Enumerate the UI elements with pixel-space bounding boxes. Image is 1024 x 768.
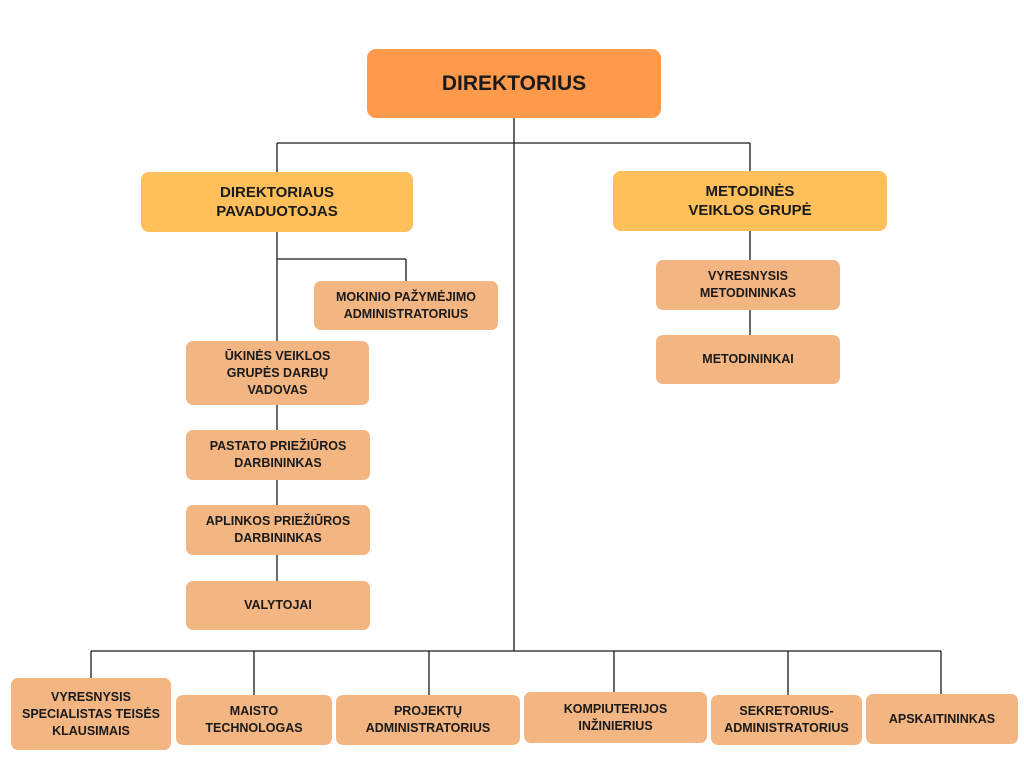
cleaners-box: VALYTOJAI [186,581,370,630]
senior-methodologist-label: VYRESNYSIS METODININKAS [699,269,797,300]
deputy-box: DIREKTORIAUS PAVADUOTOJAS [141,172,413,232]
project-admin-box: PROJEKTŲ ADMINISTRATORIUS [336,695,520,745]
student-id-admin-label: MOKINIO PAŽYMĖJIMO ADMINISTRATORIUS [335,289,477,321]
senior-methodologist-box: VYRESNYSIS METODININKAS [656,260,840,310]
accountant-box: APSKAITININKAS [866,694,1018,744]
secretary-admin-label: SEKRETORIUS- ADMINISTRATORIUS [724,704,849,735]
student-id-admin-box: MOKINIO PAŽYMĖJIMO ADMINISTRATORIUS [314,281,498,330]
methodologists-label: METODININKAI [702,352,794,366]
food-technologist-box: MAISTO TECHNOLOGAS [176,695,332,745]
methodologists-box: METODININKAI [656,335,840,384]
facility-leader-box: ŪKINĖS VEIKLOS GRUPĖS DARBŲ VADOVAS [186,341,369,405]
director-box: DIREKTORIUS [367,49,661,118]
deputy-label: DIREKTORIAUS PAVADUOTOJAS [216,184,338,220]
legal-specialist-box: VYRESNYSIS SPECIALISTAS TEISĖS KLAUSIMAI… [11,678,171,750]
project-admin-label: PROJEKTŲ ADMINISTRATORIUS [365,704,491,735]
legal-specialist-label: VYRESNYSIS SPECIALISTAS TEISĖS KLAUSIMAI… [22,689,160,738]
accountant-label: APSKAITININKAS [888,711,996,726]
cleaners-label: VALYTOJAI [244,598,312,612]
it-engineer-label: KOMPIUTERIJOS INŽINIERIUS [563,701,668,733]
methodical-group-label: METODINĖS VEIKLOS GRUPĖ [688,183,812,219]
director-label: DIREKTORIUS [441,71,587,95]
facility-leader-label: ŪKINĖS VEIKLOS GRUPĖS DARBŲ VADOVAS [224,348,331,397]
food-technologist-label: MAISTO TECHNOLOGAS [205,704,303,735]
building-worker-label: PASTATO PRIEŽIŪROS DARBININKAS [209,439,347,470]
methodical-group-box: METODINĖS VEIKLOS GRUPĖ [613,171,887,231]
secretary-admin-box: SEKRETORIUS- ADMINISTRATORIUS [711,695,862,745]
it-engineer-box: KOMPIUTERIJOS INŽINIERIUS [524,692,707,743]
building-worker-box: PASTATO PRIEŽIŪROS DARBININKAS [186,430,370,480]
grounds-worker-box: APLINKOS PRIEŽIŪROS DARBININKAS [186,505,370,555]
grounds-worker-label: APLINKOS PRIEŽIŪROS DARBININKAS [205,514,351,545]
